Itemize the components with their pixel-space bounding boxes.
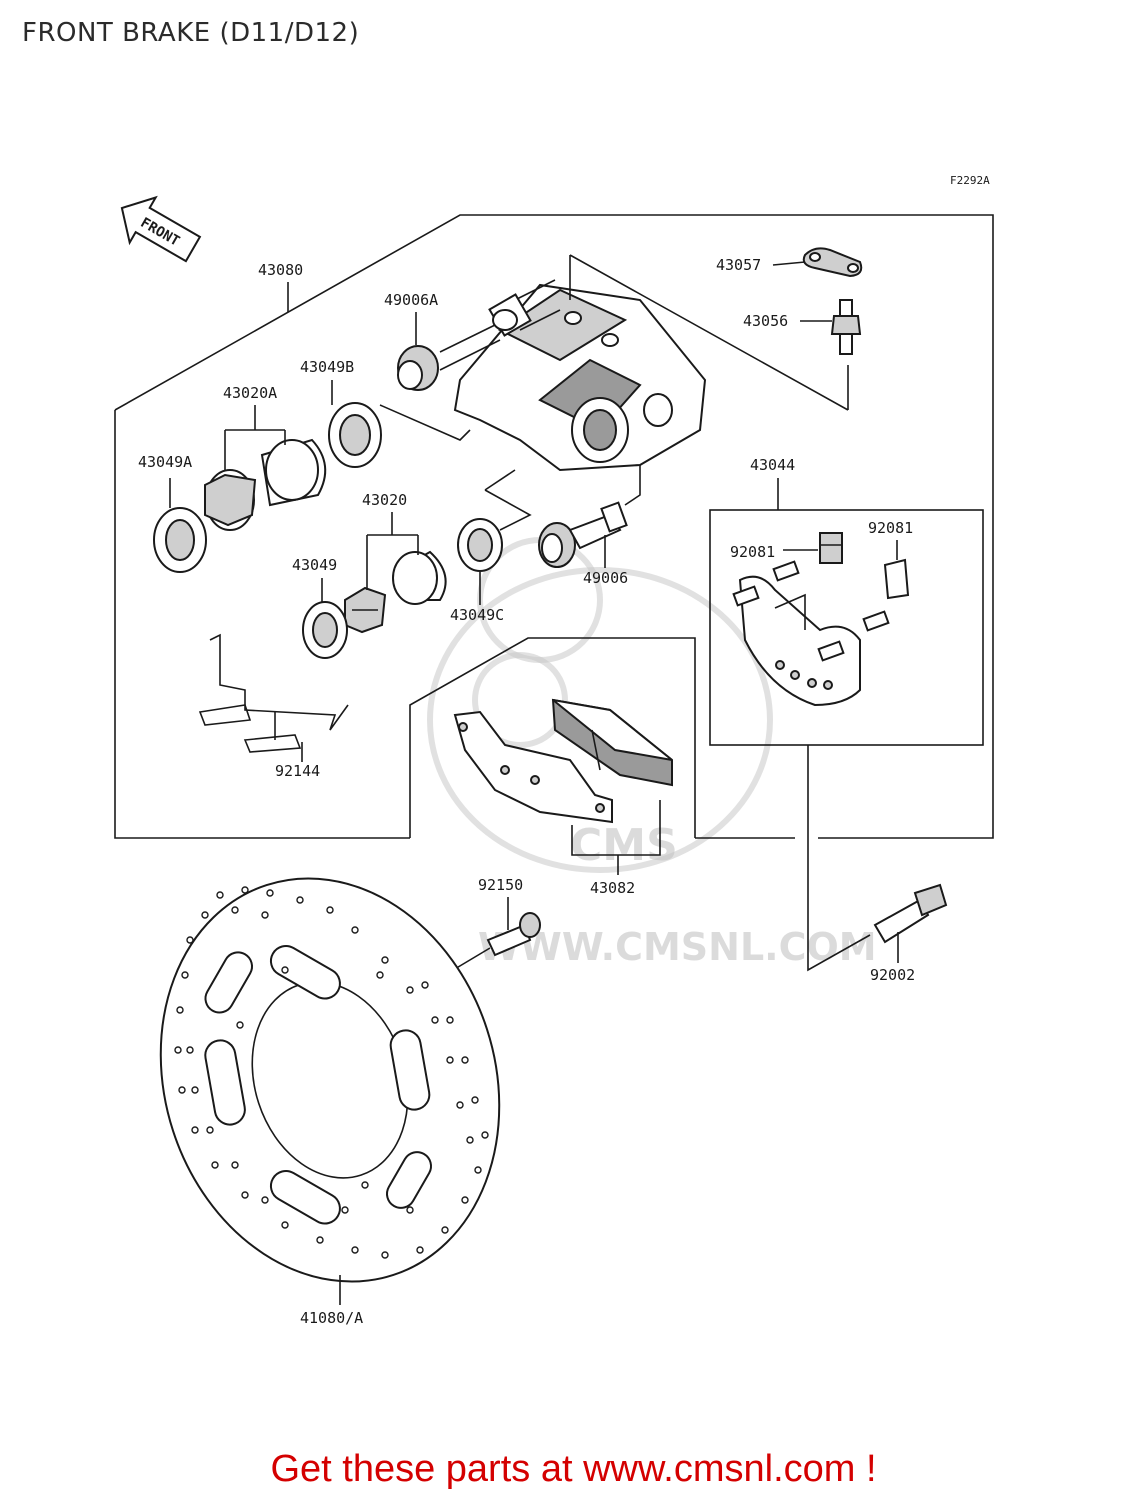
label-41080A: 41080/A bbox=[300, 1309, 363, 1327]
label-43020A: 43020A bbox=[223, 384, 277, 402]
footer-link[interactable]: Get these parts at www.cmsnl.com ! bbox=[270, 1448, 877, 1490]
label-43020: 43020 bbox=[362, 491, 407, 509]
disc-bolt bbox=[486, 912, 541, 957]
pad-spring-clip bbox=[819, 532, 910, 600]
watermark-url: WWW.CMSNL.COM bbox=[478, 925, 877, 969]
label-92002: 92002 bbox=[870, 966, 915, 984]
label-43049B: 43049B bbox=[300, 358, 354, 376]
label-43049C: 43049C bbox=[450, 606, 504, 624]
caliper-body bbox=[453, 279, 707, 472]
figure-code: F2292A bbox=[950, 174, 990, 187]
page-title: FRONT BRAKE (D11/D12) bbox=[22, 18, 360, 48]
label-43082: 43082 bbox=[590, 879, 635, 897]
label-43044: 43044 bbox=[750, 456, 795, 474]
label-43080: 43080 bbox=[258, 261, 303, 279]
brake-disc bbox=[159, 877, 501, 1283]
label-43049A: 43049A bbox=[138, 453, 192, 471]
slide-pin-boot bbox=[538, 501, 628, 568]
slide-pin-boot-a bbox=[397, 293, 532, 391]
label-43057: 43057 bbox=[716, 256, 761, 274]
parts-diagram: CMS WWW.CMSNL.COM F2292A FRONT 43057 bbox=[114, 174, 994, 1327]
piston-set bbox=[344, 550, 447, 634]
pad-spring bbox=[198, 633, 349, 753]
label-49006: 49006 bbox=[583, 569, 628, 587]
piston-seal bbox=[302, 601, 348, 659]
bleeder-cap-part bbox=[802, 247, 863, 278]
bracket-group-outline bbox=[709, 509, 984, 746]
piston-seal-c bbox=[457, 518, 503, 572]
caliper-mount-bolt bbox=[873, 883, 948, 944]
label-49006A: 49006A bbox=[384, 291, 438, 309]
piston-seal-a bbox=[153, 507, 207, 573]
label-92081-b: 92081 bbox=[868, 519, 913, 537]
piston-seal-b bbox=[328, 402, 382, 468]
caliper-bracket bbox=[732, 560, 890, 707]
label-92150: 92150 bbox=[478, 876, 523, 894]
bleeder-valve-part bbox=[830, 299, 862, 355]
front-arrow-icon: FRONT bbox=[120, 195, 202, 263]
label-92081-a: 92081 bbox=[730, 543, 775, 561]
caliper-assembly-outline bbox=[114, 214, 994, 839]
brake-pads bbox=[453, 698, 673, 824]
label-92144: 92144 bbox=[275, 762, 320, 780]
watermark-logo: CMS bbox=[570, 820, 678, 871]
label-43056: 43056 bbox=[743, 312, 788, 330]
piston-set-a bbox=[204, 438, 327, 531]
label-43049: 43049 bbox=[292, 556, 337, 574]
pad-group-outline bbox=[409, 637, 696, 838]
